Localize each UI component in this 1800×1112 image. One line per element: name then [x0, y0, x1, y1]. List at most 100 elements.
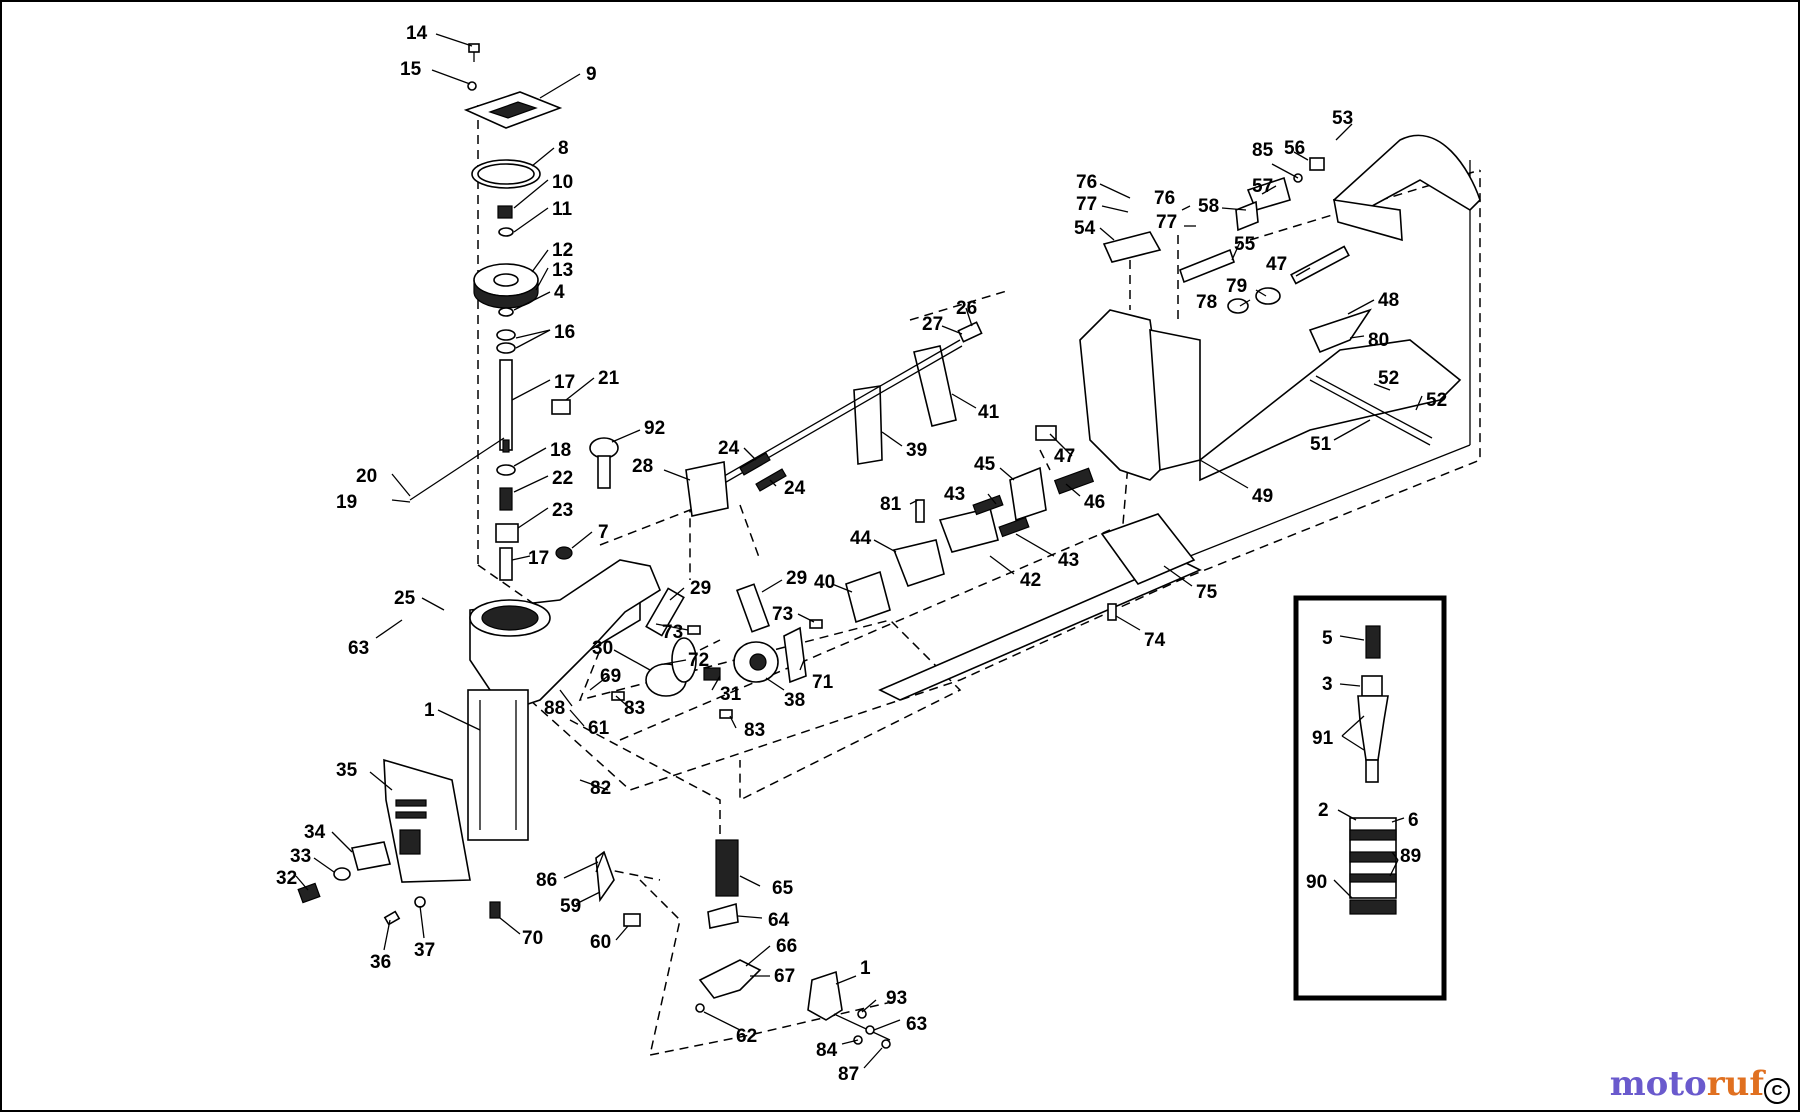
part-label: 63: [906, 1014, 927, 1035]
part-label: 62: [736, 1026, 757, 1047]
part-label: 33: [290, 846, 311, 867]
part-label: 76: [1154, 188, 1175, 209]
inset-detail: [1293, 595, 1447, 1001]
part-label: 13: [552, 260, 573, 281]
part-label: 22: [552, 468, 573, 489]
part-label: 29: [690, 578, 711, 599]
part-label: 24: [784, 478, 806, 499]
part-label: 43: [944, 484, 965, 505]
part-label: 45: [974, 454, 996, 475]
part-label: 24: [718, 438, 740, 459]
magazine-rail: [878, 134, 1481, 701]
part-label: 83: [744, 720, 765, 741]
part-label: 4: [554, 282, 565, 303]
part-label: 39: [906, 440, 927, 461]
part-label: 58: [1198, 196, 1219, 217]
watermark-part2: ruf: [1706, 1064, 1764, 1104]
part-label: 37: [414, 940, 435, 961]
part-label: 27: [922, 314, 943, 335]
part-label: 1: [424, 700, 435, 721]
part-label: 7: [598, 522, 609, 543]
part-label: 90: [1306, 872, 1327, 893]
part-label: 16: [554, 322, 575, 343]
part-label: 59: [560, 896, 581, 917]
assembly-lines: [477, 105, 1481, 1056]
part-label: 64: [768, 910, 790, 931]
part-labels: 14 15 9 8 10 11 12 13 4 16 17 21 18 22 2…: [276, 23, 1447, 1085]
part-label: 49: [1252, 486, 1273, 507]
part-label: 35: [336, 760, 358, 781]
part-label: 87: [838, 1064, 859, 1085]
part-label: 80: [1368, 330, 1389, 351]
part-label: 15: [400, 59, 422, 80]
part-label: 42: [1020, 570, 1041, 591]
copyright-mark: C: [1764, 1078, 1790, 1104]
part-label: 91: [1312, 728, 1334, 749]
part-label: 47: [1054, 446, 1075, 467]
part-label: 10: [552, 172, 573, 193]
part-label: 51: [1310, 434, 1332, 455]
part-label: 79: [1226, 276, 1247, 297]
part-label: 84: [816, 1040, 838, 1061]
part-label: 60: [590, 932, 611, 953]
part-label: 54: [1074, 218, 1096, 239]
housing: [297, 559, 661, 926]
part-label: 41: [978, 402, 1000, 423]
part-label: 21: [598, 368, 620, 389]
part-label: 17: [554, 372, 575, 393]
part-label: 52: [1426, 390, 1447, 411]
part-label: 93: [886, 988, 907, 1009]
part-label: 63: [348, 638, 369, 659]
part-label: 65: [772, 878, 794, 899]
part-label: 74: [1144, 630, 1166, 651]
part-label: 77: [1156, 212, 1177, 233]
trigger-group: [595, 839, 891, 1049]
part-label: 23: [552, 500, 573, 521]
part-label: 53: [1332, 108, 1353, 129]
part-label: 26: [956, 298, 977, 319]
part-label: 47: [1266, 254, 1287, 275]
part-label: 56: [1284, 138, 1305, 159]
part-label: 25: [394, 588, 416, 609]
part-label: 11: [552, 199, 573, 220]
part-label: 81: [880, 494, 902, 515]
part-label: 88: [544, 698, 565, 719]
part-label: 38: [784, 690, 805, 711]
part-label: 19: [336, 492, 357, 513]
part-label: 92: [644, 418, 665, 439]
part-label: 89: [1400, 846, 1421, 867]
part-label: 52: [1378, 368, 1399, 389]
part-label: 73: [662, 622, 683, 643]
part-label: 70: [522, 928, 543, 949]
part-label: 44: [850, 528, 872, 549]
leader-lines: [295, 33, 1423, 1069]
part-label: 86: [536, 870, 557, 891]
part-label: 66: [776, 936, 797, 957]
part-label: 8: [558, 138, 569, 159]
linkage: [611, 321, 1095, 719]
part-label: 75: [1196, 582, 1218, 603]
part-label: 72: [688, 650, 709, 671]
part-label: 2: [1318, 800, 1329, 821]
part-label: 48: [1378, 290, 1399, 311]
part-label: 73: [772, 604, 793, 625]
part-label: 32: [276, 868, 297, 889]
part-label: 76: [1076, 172, 1097, 193]
part-label: 5: [1322, 628, 1333, 649]
part-label: 43: [1058, 550, 1079, 571]
part-label: 1: [860, 958, 871, 979]
part-label: 20: [356, 466, 377, 487]
part-label: 28: [632, 456, 653, 477]
part-label: 69: [600, 666, 621, 687]
watermark-part1: moto: [1609, 1064, 1707, 1104]
part-label: 67: [774, 966, 795, 987]
part-label: 85: [1252, 140, 1274, 161]
part-label: 77: [1076, 194, 1097, 215]
part-label: 17: [528, 548, 549, 569]
part-label: 34: [304, 822, 326, 843]
part-label: 82: [590, 778, 611, 799]
part-label: 40: [814, 572, 835, 593]
part-label: 36: [370, 952, 391, 973]
